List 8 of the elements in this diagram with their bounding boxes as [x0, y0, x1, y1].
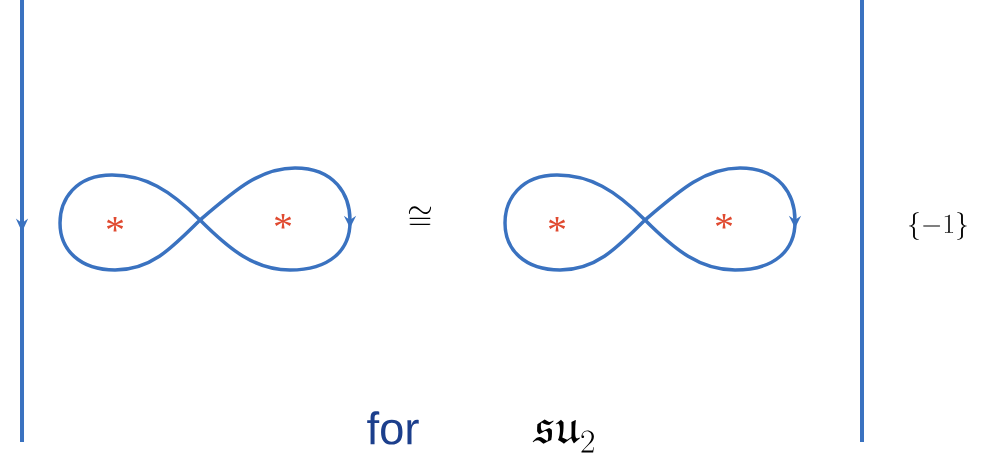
asterisk: * — [274, 213, 292, 229]
asterisk: * — [106, 216, 124, 232]
asterisk: * — [715, 213, 733, 229]
asterisk: * — [548, 216, 566, 232]
caption-text: for — [367, 411, 419, 445]
math-symbol: $\mathfrak{su}_2$ — [532, 419, 594, 453]
math-symbol: $\{-1\}$ — [909, 212, 967, 240]
math-symbol: $\cong$ — [408, 206, 432, 225]
